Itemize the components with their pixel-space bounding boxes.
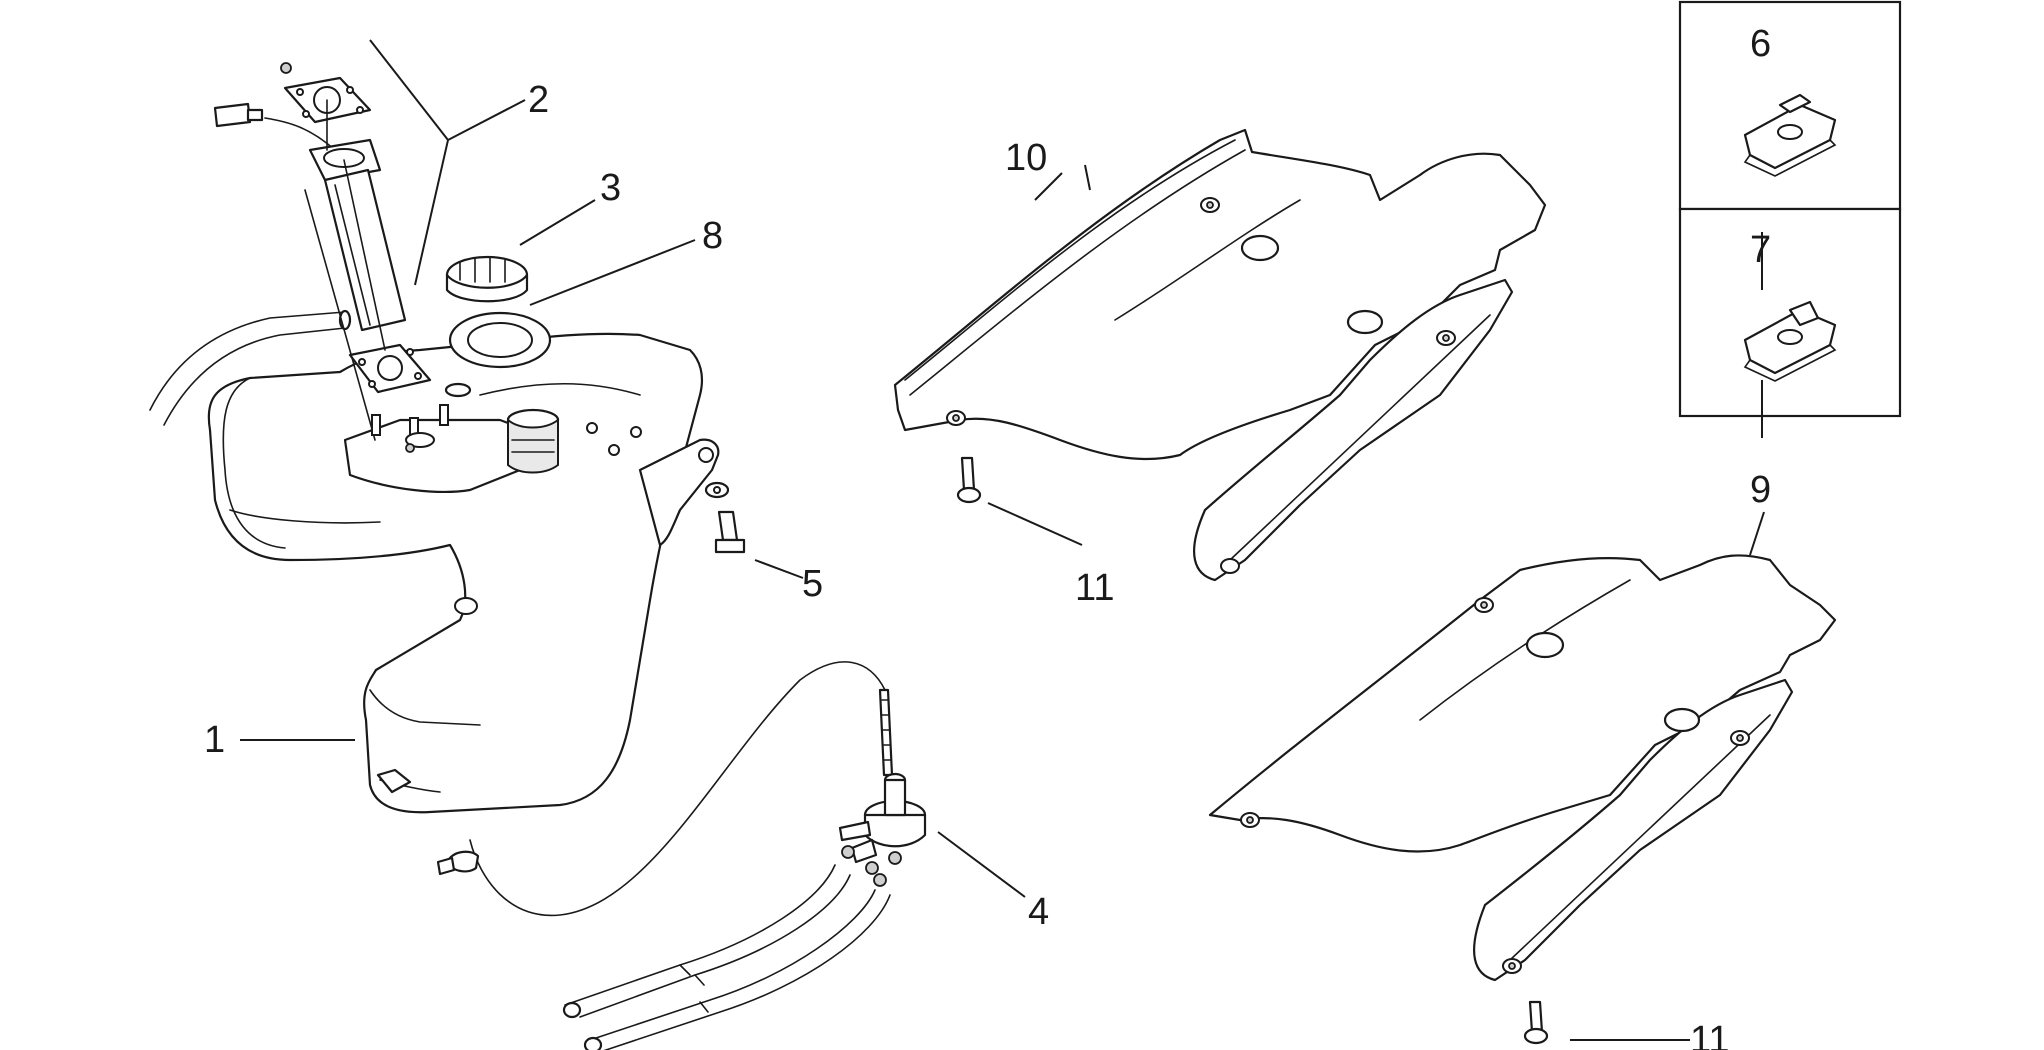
callout-labels: 1 2 3 8 5 4 6 7 10 11 9 11 — [204, 23, 1771, 1050]
breather-hose — [149, 309, 352, 426]
inset-panel — [1678, 0, 1902, 418]
callout-7: 7 — [1750, 229, 1771, 271]
callout-2: 2 — [528, 79, 549, 121]
spring-clip-7 — [1743, 300, 1837, 382]
filler-ring — [448, 311, 552, 369]
side-panel-lower — [1208, 554, 1837, 982]
callout-5: 5 — [802, 563, 823, 605]
callout-1: 1 — [204, 719, 225, 761]
screw-with-washer — [704, 481, 746, 554]
callout-11-lower: 11 — [1690, 1019, 1729, 1050]
side-panel-upper — [893, 128, 1547, 582]
spring-clip-6 — [1743, 93, 1837, 177]
fuel-tap — [436, 661, 927, 1050]
callout-3: 3 — [600, 167, 621, 209]
callout-9: 9 — [1750, 469, 1771, 511]
callout-8: 8 — [702, 215, 723, 257]
screw-lower — [1523, 1000, 1549, 1045]
filler-cap — [445, 255, 529, 303]
leader-lines — [240, 39, 1765, 1041]
callout-4: 4 — [1028, 891, 1049, 933]
fuel-tank — [207, 332, 720, 814]
callout-11-upper: 11 — [1075, 567, 1114, 609]
callout-6: 6 — [1750, 23, 1771, 65]
inset-box-clip-7 — [1678, 207, 1902, 418]
screw-upper — [956, 456, 982, 504]
fuel-gauge-sender — [213, 62, 472, 453]
callout-10: 10 — [1005, 137, 1047, 179]
